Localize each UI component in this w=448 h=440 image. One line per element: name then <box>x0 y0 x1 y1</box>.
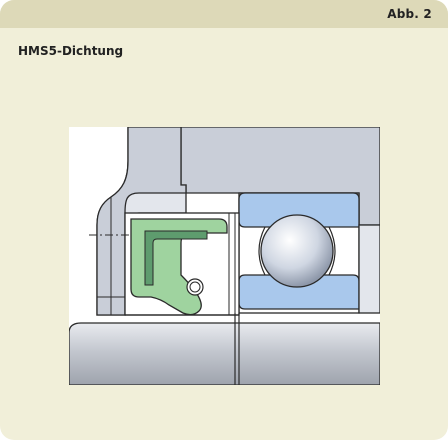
bearing-outer-ring <box>238 192 360 228</box>
seal-metal-insert <box>144 230 208 286</box>
figure-title: HMS5-Dichtung <box>18 44 124 58</box>
housing-fill <box>96 127 187 316</box>
garter-spring-inner <box>189 281 201 293</box>
bearing-inner-ring <box>238 274 360 310</box>
seal-cross-section-diagram <box>69 127 380 385</box>
housing-right <box>358 224 380 314</box>
bearing-ball <box>260 214 334 288</box>
ball-retainer-left <box>258 226 266 276</box>
ball-retainer-right <box>328 226 336 276</box>
header-band <box>0 0 448 28</box>
figure-label: Abb. 2 <box>387 7 432 21</box>
shaft <box>69 322 380 385</box>
